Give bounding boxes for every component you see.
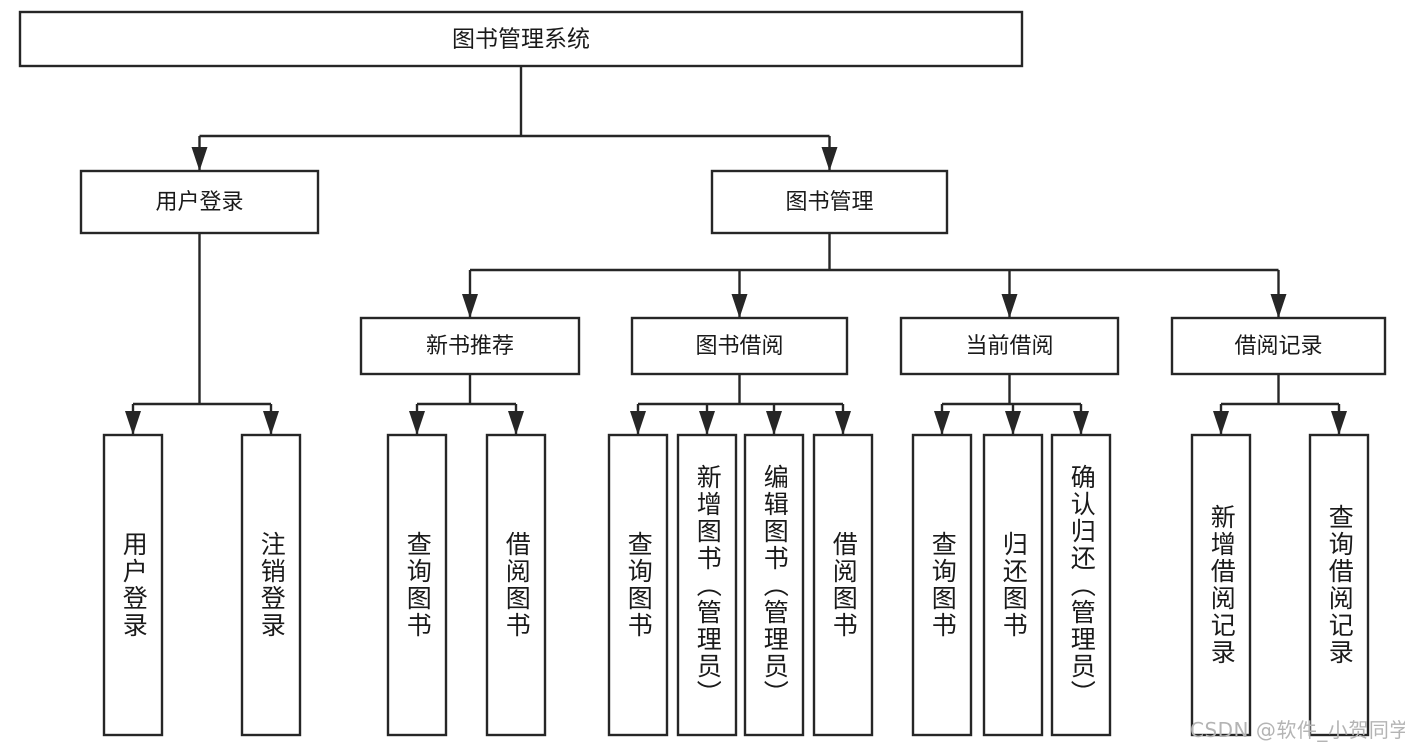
- arrowhead-to-leaf-borrow-book: [835, 411, 851, 435]
- node-label-book-borrow: 图书借阅: [695, 334, 783, 359]
- arrowhead-to-leaf-add-borrow-record: [1213, 411, 1229, 435]
- node-box-root[interactable]: [18, 10, 1024, 68]
- node-label-new-book-recommend: 新书推荐: [426, 334, 514, 359]
- arrowhead-to-leaf-query-borrow-record: [1331, 411, 1347, 435]
- connector-layer: [125, 66, 1347, 435]
- node-box-leaf-borrow-book-recommend[interactable]: [485, 433, 547, 737]
- node-box-layer: [18, 10, 1387, 737]
- arrowhead-to-current-borrow: [1001, 294, 1018, 318]
- arrowhead-to-new-book-recommend: [462, 294, 478, 318]
- node-box-leaf-query-book-current[interactable]: [911, 433, 973, 737]
- arrowhead-to-leaf-add-book-admin: [699, 411, 715, 435]
- arrowhead-to-leaf-query-book-borrow: [630, 411, 646, 435]
- node-box-borrow-records[interactable]: [1170, 316, 1387, 376]
- node-label-current-borrow: 当前借阅: [965, 334, 1053, 359]
- node-box-book-management[interactable]: [710, 169, 949, 235]
- node-label-user-login: 用户登录: [155, 190, 243, 215]
- node-box-leaf-query-book-borrow[interactable]: [607, 433, 669, 737]
- arrowhead-to-book-borrow: [731, 294, 748, 318]
- arrowhead-to-leaf-confirm-return-admin: [1073, 411, 1089, 435]
- arrowhead-to-book-management: [821, 147, 838, 171]
- csdn-watermark: CSDN @软件_小贺同学: [1190, 718, 1405, 742]
- node-label-book-management: 图书管理: [785, 190, 873, 215]
- arrowhead-to-leaf-borrow-book-recommend: [508, 411, 524, 435]
- node-box-leaf-return-book[interactable]: [982, 433, 1044, 737]
- node-box-user-login[interactable]: [79, 169, 320, 235]
- node-box-leaf-edit-book-admin[interactable]: [743, 433, 805, 737]
- arrowhead-to-leaf-return-book: [1005, 411, 1021, 435]
- node-label-root: 图书管理系统: [452, 27, 590, 53]
- node-label-borrow-records: 借阅记录: [1234, 334, 1322, 359]
- node-box-leaf-query-book-recommend[interactable]: [386, 433, 448, 737]
- node-box-leaf-add-book-admin[interactable]: [676, 433, 738, 737]
- node-box-leaf-user-login[interactable]: [102, 433, 164, 737]
- node-box-new-book-recommend[interactable]: [359, 316, 581, 376]
- node-box-leaf-logout-login[interactable]: [240, 433, 302, 737]
- node-box-leaf-borrow-book[interactable]: [812, 433, 874, 737]
- node-box-leaf-query-borrow-record[interactable]: [1308, 433, 1370, 737]
- arrowhead-to-leaf-logout-login: [263, 411, 279, 435]
- arrowhead-to-leaf-user-login: [125, 411, 141, 435]
- node-box-leaf-add-borrow-record[interactable]: [1190, 433, 1252, 737]
- arrowhead-to-leaf-query-book-recommend: [409, 411, 425, 435]
- arrowhead-to-leaf-edit-book-admin: [766, 411, 782, 435]
- node-box-current-borrow[interactable]: [899, 316, 1120, 376]
- arrowhead-to-leaf-query-book-current: [934, 411, 950, 435]
- node-box-leaf-confirm-return-admin[interactable]: [1050, 433, 1112, 737]
- node-box-book-borrow[interactable]: [630, 316, 849, 376]
- arrowhead-to-borrow-records: [1270, 294, 1287, 318]
- arrowhead-to-user-login: [191, 147, 208, 171]
